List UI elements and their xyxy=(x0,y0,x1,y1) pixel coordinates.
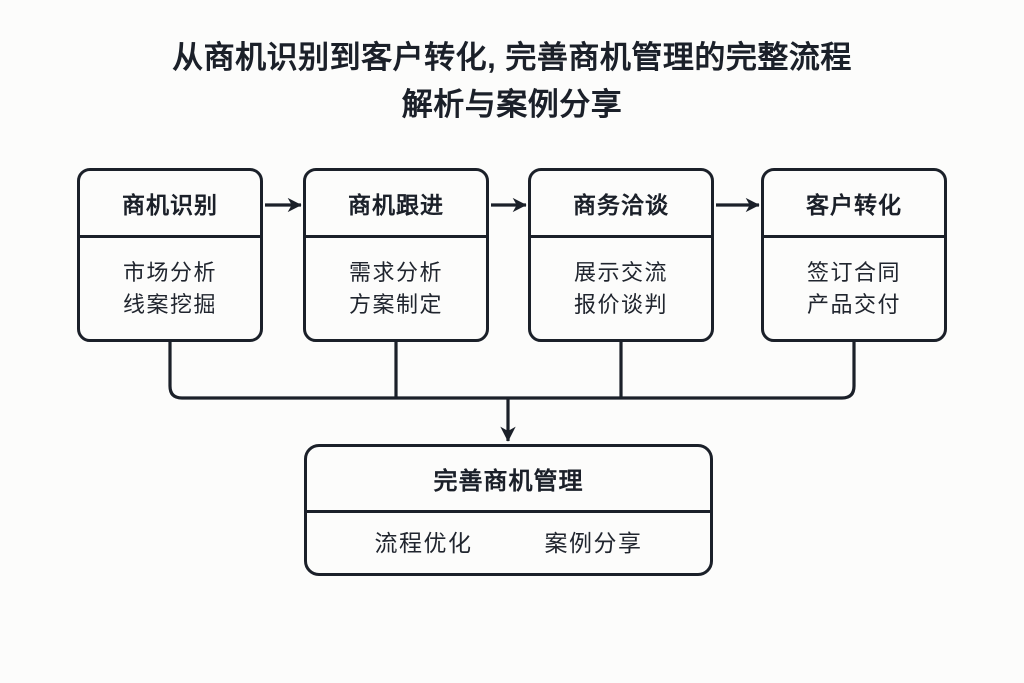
stage-box-1[interactable]: 商机识别 市场分析 线案挖掘 xyxy=(77,168,263,342)
page-title-line-1: 从商机识别到客户转化, 完善商机管理的完整流程 xyxy=(172,40,852,75)
summary-box-item-1: 流程优化 xyxy=(374,529,473,556)
summary-box-item-2: 案例分享 xyxy=(544,529,643,556)
stage-box-3-item-1: 展示交流 xyxy=(573,259,668,285)
stage-box-2-item-2: 方案制定 xyxy=(348,292,443,317)
stage-box-4-item-2: 产品交付 xyxy=(806,292,901,317)
stage-box-2[interactable]: 商机跟进 需求分析 方案制定 xyxy=(303,168,489,342)
stage-box-3-item-2: 报价谈判 xyxy=(573,292,668,317)
stage-box-4-item-1: 签订合同 xyxy=(806,259,901,285)
stage-box-1-item-2: 线案挖掘 xyxy=(122,292,217,317)
stage-box-2-item-1: 需求分析 xyxy=(348,259,443,285)
merge-wire-stage-1 xyxy=(168,342,508,400)
merge-wire-stage-4 xyxy=(508,342,856,400)
summary-box-body: 流程优化 案例分享 xyxy=(307,513,710,573)
stage-box-2-body: 需求分析 方案制定 xyxy=(306,238,486,339)
stage-box-1-item-1: 市场分析 xyxy=(122,259,217,285)
stage-box-2-header: 商机跟进 xyxy=(306,171,486,238)
stage-box-1-body: 市场分析 线案挖掘 xyxy=(80,238,260,339)
stage-box-4-body: 签订合同 产品交付 xyxy=(764,238,944,339)
stage-box-3-body: 展示交流 报价谈判 xyxy=(531,238,711,339)
summary-box-header: 完善商机管理 xyxy=(307,447,710,513)
page-title: 从商机识别到客户转化, 完善商机管理的完整流程 解析与案例分享 xyxy=(62,34,962,128)
stage-box-4-header: 客户转化 xyxy=(764,171,944,238)
stage-box-3[interactable]: 商务洽谈 展示交流 报价谈判 xyxy=(528,168,714,342)
stage-box-1-header: 商机识别 xyxy=(80,171,260,238)
stage-box-3-header: 商务洽谈 xyxy=(531,171,711,238)
stage-box-4[interactable]: 客户转化 签订合同 产品交付 xyxy=(761,168,947,342)
summary-box[interactable]: 完善商机管理 流程优化 案例分享 xyxy=(304,444,713,576)
page-title-line-2: 解析与案例分享 xyxy=(401,87,623,123)
